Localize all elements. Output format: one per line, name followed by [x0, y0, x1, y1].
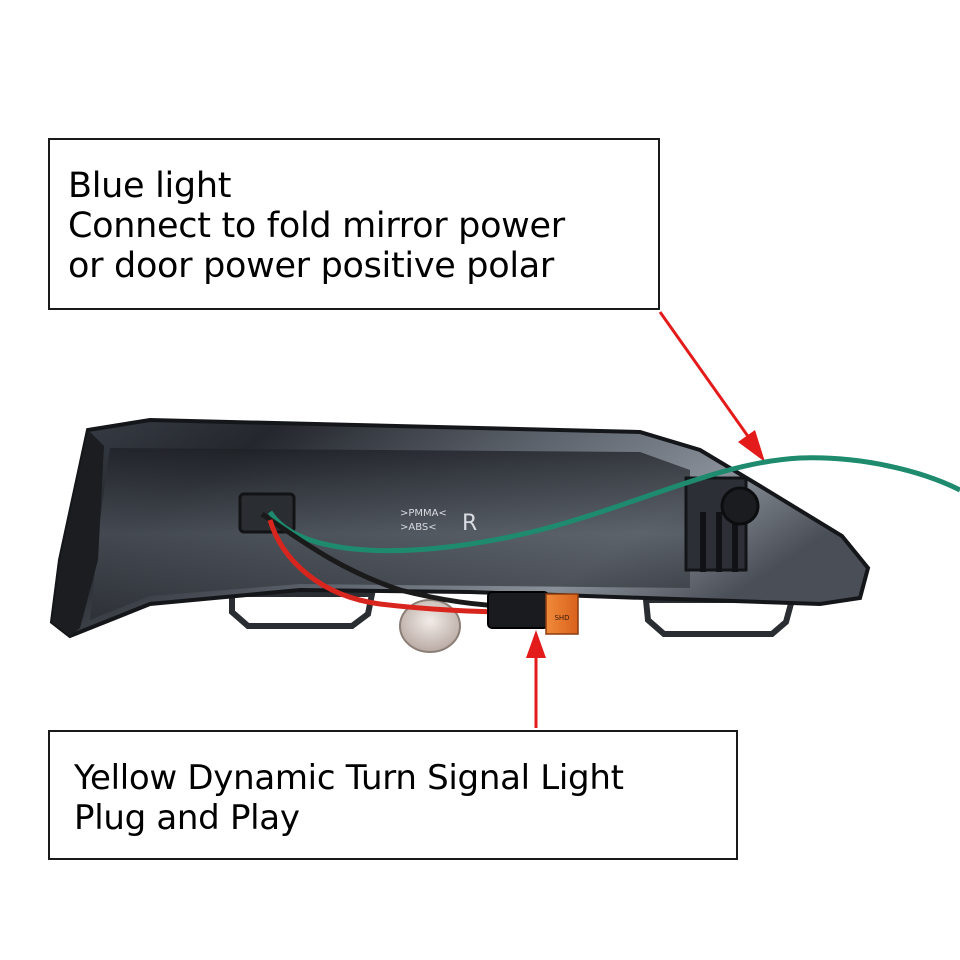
plug-connector: SHD [487, 591, 579, 635]
callout-bottom-line-2: Plug and Play [74, 798, 300, 838]
material-marking-pmma: >PMMA< [400, 508, 447, 519]
arrow-head-bottom [526, 630, 546, 658]
callout-top-line-3: or door power positive polar [68, 246, 554, 286]
housing-face [90, 448, 690, 620]
bulb-lens [399, 599, 461, 653]
mounting-clip-left [229, 591, 376, 629]
connector-label: SHD [554, 614, 569, 622]
arrow-shaft-top [658, 311, 754, 443]
turn-signal-callout: Yellow Dynamic Turn Signal Light Plug an… [48, 730, 738, 860]
callout-bottom-line-1: Yellow Dynamic Turn Signal Light [74, 758, 624, 798]
mounting-clip-right [642, 597, 796, 637]
red-wire [267, 519, 513, 615]
recycle-logo: R [462, 511, 477, 536]
arrow-to-connector [526, 630, 546, 728]
material-marking-abs: >ABS< [400, 522, 437, 533]
housing-left-rim [52, 430, 104, 636]
green-wire [267, 455, 960, 554]
arrow-to-green-wire [658, 311, 765, 462]
callout-top-line-2: Connect to fold mirror power [68, 206, 565, 246]
black-wire [260, 511, 513, 609]
rear-bracket [684, 476, 760, 572]
arrow-head-top [738, 430, 765, 462]
callout-top-line-1: Blue light [68, 166, 232, 206]
blue-light-callout: Blue light Connect to fold mirror power … [48, 138, 660, 310]
